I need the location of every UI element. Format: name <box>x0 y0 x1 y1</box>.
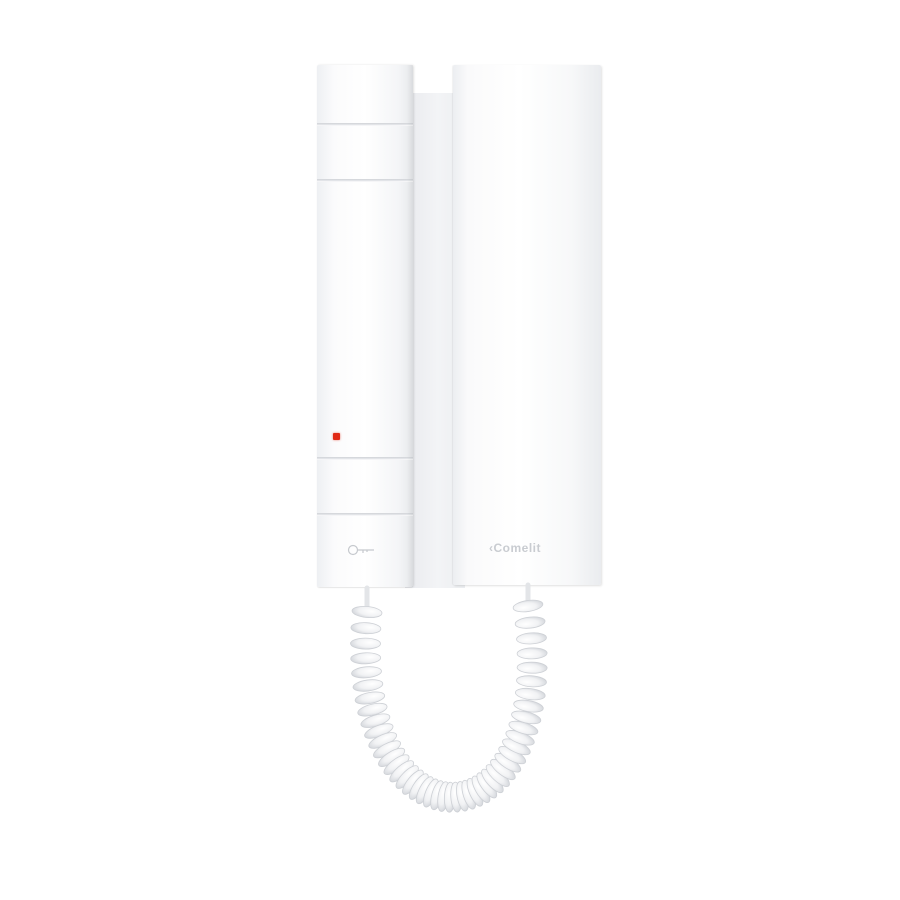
cord-coil <box>516 675 547 688</box>
cord-coils <box>350 599 548 813</box>
cord-coil <box>350 652 382 665</box>
key-icon <box>347 544 374 556</box>
cord-coil <box>512 599 544 613</box>
handset <box>317 65 413 587</box>
intercom-base: ‹Comelit <box>453 65 601 585</box>
cord-coil <box>350 622 382 635</box>
handset-groove <box>317 457 413 460</box>
handset-groove <box>317 513 413 516</box>
cord-coil <box>516 632 547 645</box>
cord-coil <box>516 661 548 674</box>
handset-groove <box>317 179 413 182</box>
handset-side-shade <box>407 65 413 587</box>
cord-coil <box>351 605 383 619</box>
cord-coil <box>351 666 382 679</box>
brand-logo: ‹Comelit <box>489 541 541 555</box>
cord-coil <box>516 647 548 660</box>
cord-coil <box>513 699 544 713</box>
cord-coil <box>514 687 546 701</box>
status-led <box>333 433 340 440</box>
cord-coil <box>511 710 542 725</box>
cord-coil <box>357 702 388 717</box>
cord-coil <box>350 637 381 650</box>
handset-groove <box>317 123 413 126</box>
cord-coil <box>352 679 384 692</box>
cord-coil <box>354 691 386 705</box>
cord-coil <box>514 616 546 629</box>
